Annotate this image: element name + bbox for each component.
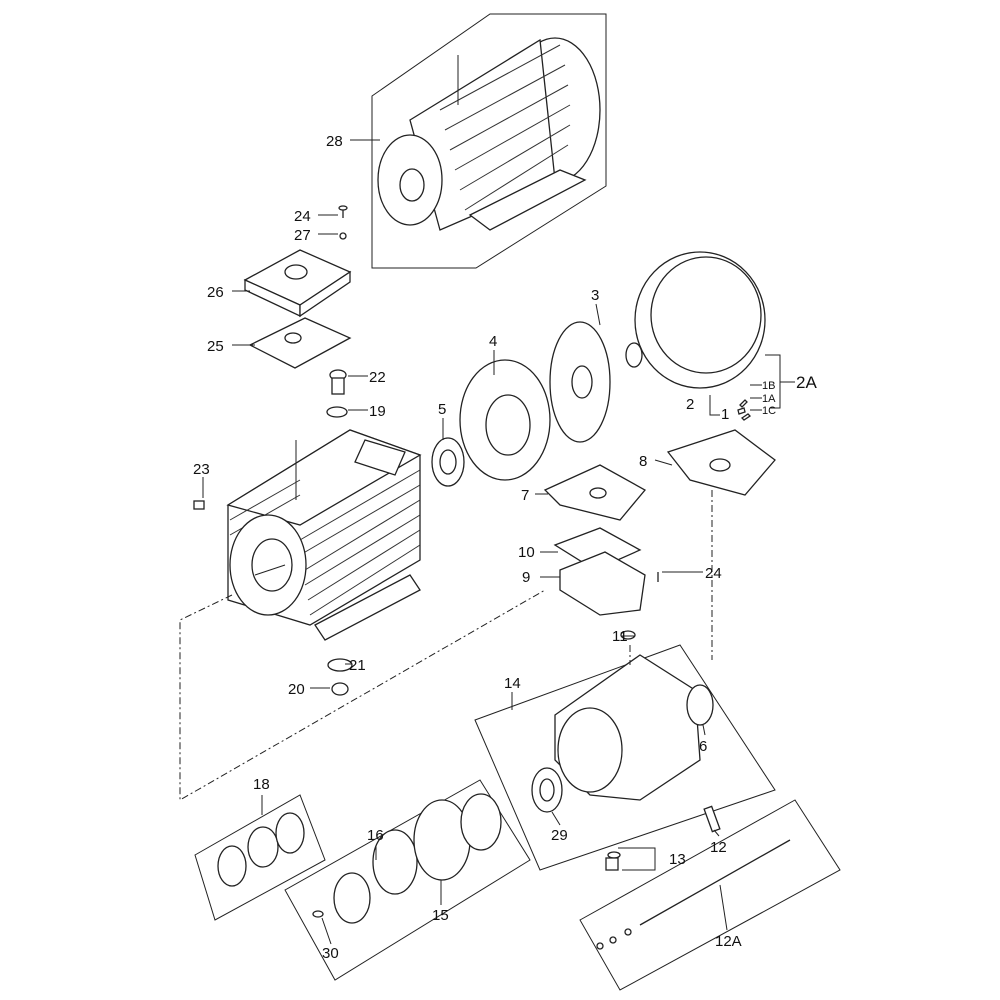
- callout-19: 19: [369, 403, 386, 420]
- callout-15: 15: [432, 907, 449, 924]
- callout-1C: 1C: [762, 405, 776, 417]
- callout-14: 14: [504, 675, 521, 692]
- endshield-fan-cover: [431, 251, 766, 487]
- callout-1A: 1A: [762, 393, 776, 405]
- callout-8: 8: [639, 453, 647, 470]
- callout-11: 11: [612, 628, 628, 645]
- motor-stator-housing: [226, 429, 422, 641]
- leader-lines: [202, 139, 795, 945]
- pump-housing-group-14: [474, 644, 776, 871]
- callout-labels: 28 24 27 26 25 22 19 23 5 4 3 2 1 1B 1A …: [193, 133, 817, 962]
- piston-group-16: [284, 779, 531, 981]
- callout-21: 21: [349, 657, 366, 674]
- tie-rod-set-12A: [579, 799, 841, 991]
- callout-25: 25: [207, 338, 224, 355]
- callout-13: 13: [669, 851, 686, 868]
- callout-16: 16: [367, 827, 384, 844]
- terminal-box-parts: [243, 205, 352, 369]
- callout-28: 28: [326, 133, 343, 150]
- callout-10: 10: [518, 544, 535, 561]
- callout-18: 18: [253, 776, 270, 793]
- callout-1B: 1B: [762, 380, 775, 392]
- covers-and-boxes: [543, 429, 776, 640]
- callout-1: 1: [721, 406, 729, 423]
- callout-2: 2: [686, 396, 694, 413]
- assembly-guide-lines: [179, 490, 713, 801]
- callout-2A: 2A: [796, 373, 817, 392]
- callout-29: 29: [551, 827, 568, 844]
- callout-6: 6: [699, 738, 707, 755]
- nut-washer: [327, 658, 353, 696]
- callout-3: 3: [591, 287, 599, 304]
- callout-7: 7: [521, 487, 529, 504]
- callout-22: 22: [369, 369, 386, 386]
- bolts-washers: [193, 369, 348, 510]
- callout-12A: 12A: [715, 933, 742, 950]
- callout-26: 26: [207, 284, 224, 301]
- callout-12: 12: [710, 839, 727, 856]
- callout-27: 27: [294, 227, 311, 244]
- callout-5: 5: [438, 401, 446, 418]
- seal-group-18: [194, 794, 326, 921]
- callout-30: 30: [322, 945, 339, 962]
- callout-20: 20: [288, 681, 305, 698]
- callout-24b: 24: [705, 565, 722, 582]
- callout-23: 23: [193, 461, 210, 478]
- assembly-28-complete-motor: [371, 13, 607, 269]
- callout-24: 24: [294, 208, 311, 225]
- callout-4: 4: [489, 333, 497, 350]
- callout-9: 9: [522, 569, 530, 586]
